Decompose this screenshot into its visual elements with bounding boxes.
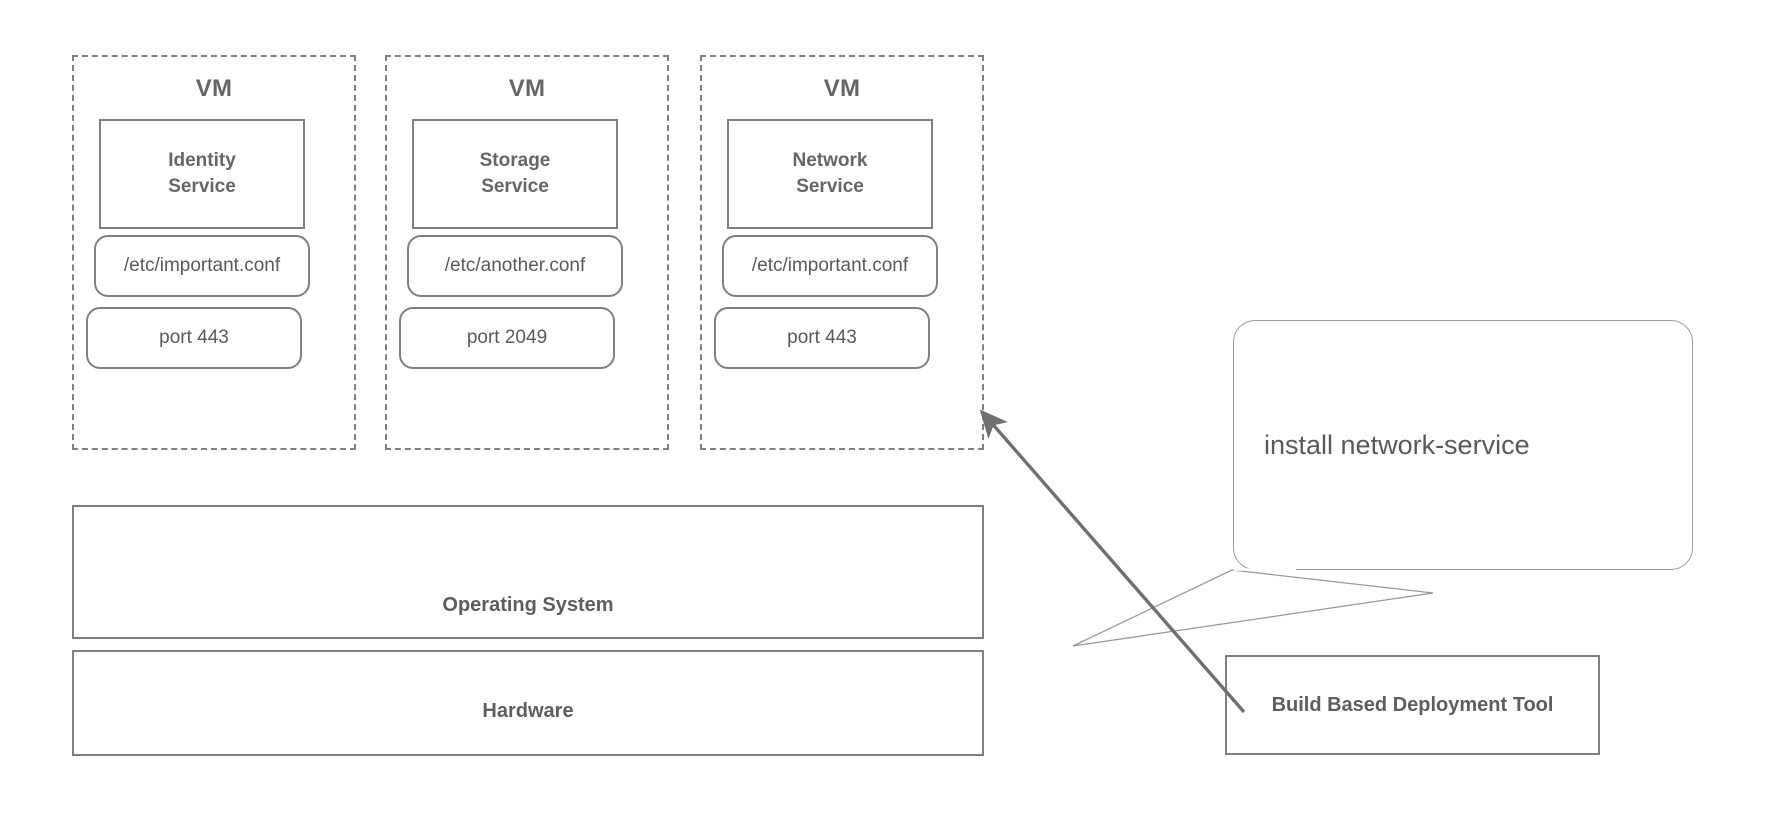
vm-container-2[interactable]: VM Storage Service /etc/another.conf por…: [385, 55, 669, 450]
service-box-identity[interactable]: Identity Service: [99, 119, 305, 229]
service-label-line2: Service: [481, 176, 549, 197]
service-box-storage[interactable]: Storage Service: [412, 119, 618, 229]
service-label-line1: Identity: [168, 150, 236, 172]
speech-bubble[interactable]: install network-service: [1233, 320, 1693, 570]
config-box-2[interactable]: /etc/another.conf: [407, 235, 623, 297]
config-label-2: /etc/another.conf: [444, 255, 586, 276]
service-label-storage: Storage Service: [480, 148, 551, 199]
port-box-1[interactable]: port 443: [86, 307, 302, 369]
speech-bubble-text: install network-service: [1264, 429, 1530, 460]
port-box-2[interactable]: port 2049: [399, 307, 615, 369]
port-label-2: port 2049: [466, 327, 548, 348]
deployment-arrow: [979, 409, 1246, 714]
port-label-3: port 443: [787, 327, 857, 348]
config-label-3: /etc/important.conf: [751, 255, 909, 276]
speech-bubble-tail: [1072, 569, 1434, 647]
deployment-tool-box[interactable]: Build Based Deployment Tool: [1225, 655, 1600, 755]
service-box-network[interactable]: Network Service: [727, 119, 933, 229]
service-label-line1: Network: [792, 150, 868, 172]
port-box-3[interactable]: port 443: [714, 307, 930, 369]
service-label-line1: Storage: [479, 150, 551, 172]
config-box-1[interactable]: /etc/important.conf: [94, 235, 310, 297]
layer-operating-system[interactable]: Operating System: [72, 505, 984, 639]
vm-container-1[interactable]: VM Identity Service /etc/important.conf …: [72, 55, 356, 450]
vm-title-2: VM: [508, 75, 546, 102]
deployment-tool-label: Build Based Deployment Tool: [1271, 693, 1554, 716]
vm-title-1: VM: [195, 75, 233, 102]
service-label-line2: Service: [796, 176, 864, 197]
service-label-network: Network Service: [793, 148, 868, 199]
service-label-identity: Identity Service: [168, 148, 236, 199]
layer-label-hardware: Hardware: [482, 700, 574, 722]
port-label-1: port 443: [159, 327, 229, 348]
config-label-1: /etc/important.conf: [123, 255, 281, 276]
vm-container-3[interactable]: VM Network Service /etc/important.conf p…: [700, 55, 984, 450]
layer-hardware[interactable]: Hardware: [72, 650, 984, 756]
vm-title-3: VM: [823, 75, 861, 102]
config-box-3[interactable]: /etc/important.conf: [722, 235, 938, 297]
layer-label-operating-system: Operating System: [442, 594, 614, 616]
service-label-line2: Service: [168, 176, 236, 197]
